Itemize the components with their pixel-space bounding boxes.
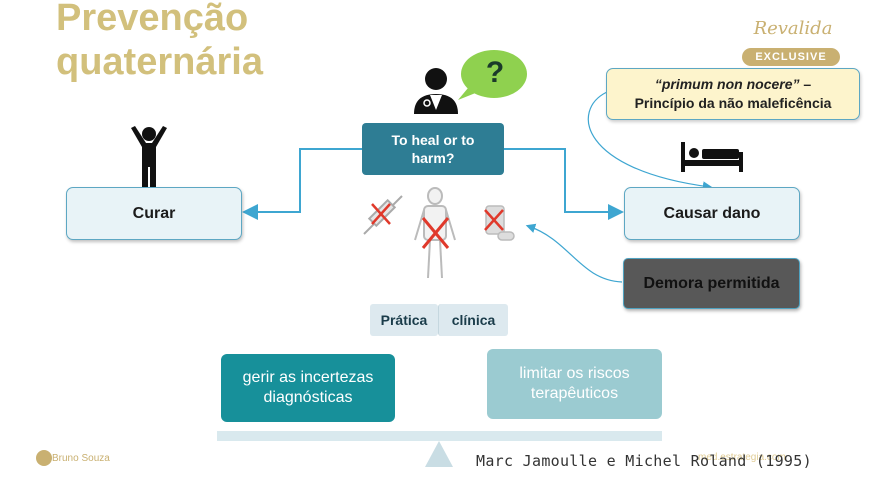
citation: Marc Jamoulle e Michel Roland (1995) — [476, 452, 812, 470]
primum-latin: “primum non nocere” — [655, 76, 800, 92]
arrow-to-dano — [504, 149, 620, 212]
heal-or-harm-box: To heal or to harm? — [362, 123, 504, 175]
balance-fulcrum — [425, 441, 453, 467]
gerir-incertezas-box: gerir as incertezas diagnósticas — [221, 354, 395, 422]
primum-line-2: Princípio da não maleficência — [635, 94, 832, 113]
arrow-to-curar — [246, 149, 362, 212]
person-arms-up-icon — [131, 126, 167, 188]
pratica-label: Prática — [370, 304, 438, 336]
primum-dash: – — [800, 76, 812, 92]
curve-demora-to-drugs — [528, 226, 622, 282]
primum-line-1: “primum non nocere” – — [655, 75, 811, 94]
curar-box: Curar — [66, 187, 242, 240]
bed-icon — [681, 142, 743, 172]
author-name: Bruno Souza — [52, 453, 110, 464]
question-mark: ? — [482, 56, 508, 90]
causar-dano-box: Causar dano — [624, 187, 800, 240]
author-logo-icon — [36, 450, 52, 466]
demora-permitida-box: Demora permitida — [623, 258, 800, 309]
balance-beam — [217, 431, 662, 441]
clinica-label: clínica — [438, 304, 508, 336]
primum-non-nocere-box: “primum non nocere” – Princípio da não m… — [606, 68, 860, 120]
limitar-riscos-box: limitar os riscos terapêuticos — [487, 349, 662, 419]
doctor-icon — [414, 68, 458, 114]
